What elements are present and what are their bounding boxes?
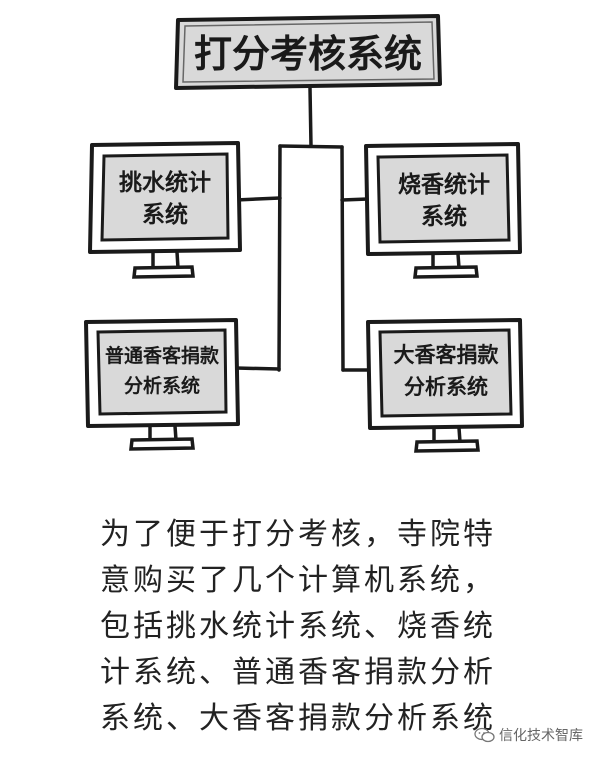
link-normal-donation <box>234 366 281 371</box>
monitor-base <box>132 265 195 279</box>
link-drainage <box>234 196 282 202</box>
caption-line: 意购买了几个计算机系统， <box>100 563 496 598</box>
monitor-screen <box>96 328 228 416</box>
watermark: 信化技术智库 <box>474 722 592 748</box>
root-label: 打分考核系统 <box>194 32 422 76</box>
node-label-line1: 挑水统计 <box>119 169 211 196</box>
monitor-vip-donation: 大香客捐款 分析系统 <box>366 318 524 453</box>
monitor-screen <box>378 328 513 418</box>
caption-line: 包括挑水统计系统、烧香统 <box>100 609 496 644</box>
caption-line: 系统、大香客捐款分析系统 <box>100 701 496 736</box>
root-box <box>174 14 442 90</box>
node-label-line1: 大香客捐款 <box>394 343 500 367</box>
monitor-drainage: 挑水统计 系统 <box>88 141 242 279</box>
wechat-icon <box>474 727 495 743</box>
node-label-line1: 普通香客捐款 <box>105 344 220 367</box>
right-trunk <box>340 145 345 372</box>
org-diagram: 打分考核系统 挑水统计 系统 烧香统计 系统 普通香客捐款 分析系统 <box>84 14 524 453</box>
monitor-incense: 烧香统计 系统 <box>364 142 522 279</box>
connectors <box>234 86 371 372</box>
monitor-screen <box>376 153 511 244</box>
left-trunk <box>277 144 282 372</box>
link-incense <box>340 197 370 202</box>
node-label-line2: 系统 <box>421 203 467 230</box>
caption-line: 计系统、普通香客捐款分析 <box>100 655 496 690</box>
monitor-base <box>413 265 479 279</box>
monitor-screen <box>100 152 230 242</box>
node-label-line2: 分析系统 <box>404 375 488 399</box>
node-label-line1: 烧香统计 <box>398 171 490 198</box>
node-label-line2: 系统 <box>142 201 188 228</box>
caption-line: 为了便于打分考核，寺院特 <box>100 517 496 552</box>
root-stem <box>308 86 313 148</box>
monitor-base <box>129 437 195 451</box>
monitor-base <box>414 439 480 453</box>
node-label-line2: 分析系统 <box>124 374 200 397</box>
root-box-inner <box>182 21 435 83</box>
root-node: 打分考核系统 <box>174 14 442 90</box>
branch-bar <box>278 144 344 149</box>
monitor-neck <box>151 251 180 269</box>
monitor-normal-donation: 普通香客捐款 分析系统 <box>84 318 240 451</box>
watermark-text: 信化技术智库 <box>499 728 583 744</box>
caption-text: 为了便于打分考核，寺院特 意购买了几个计算机系统， 包括挑水统计系统、烧香统 计… <box>100 512 570 759</box>
